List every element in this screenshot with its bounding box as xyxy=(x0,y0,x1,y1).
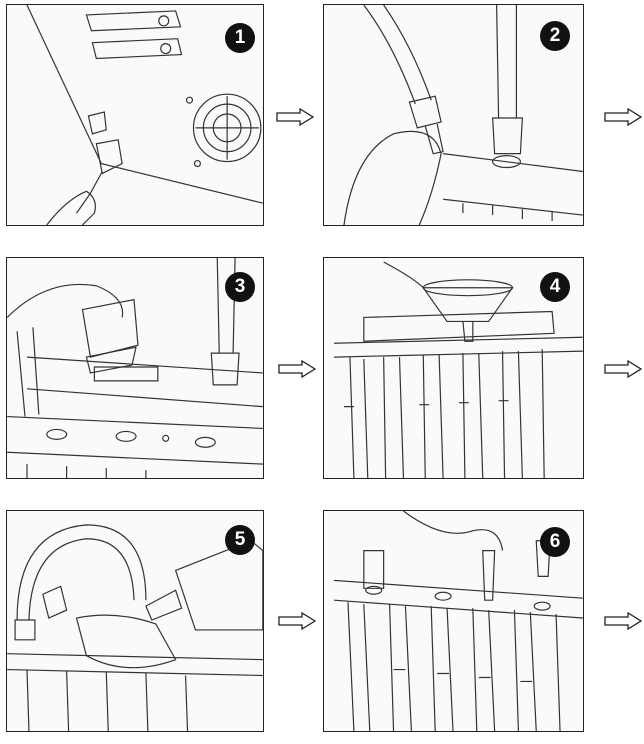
right-arrow-icon xyxy=(278,611,317,631)
step-badge: 2 xyxy=(540,21,570,51)
step-1-panel: 1 xyxy=(6,4,264,226)
right-arrow-icon xyxy=(604,359,643,379)
step-6-panel: 6 xyxy=(323,510,584,732)
step-badge: 3 xyxy=(225,272,255,302)
step-3-panel: 3 xyxy=(6,257,264,479)
step-badge: 4 xyxy=(540,272,570,302)
right-arrow-icon xyxy=(278,359,317,379)
right-arrow-icon xyxy=(276,107,315,127)
connector-plug-sketch xyxy=(7,258,263,478)
step-badge: 1 xyxy=(225,23,255,53)
right-arrow-icon xyxy=(604,107,643,127)
step-badge: 5 xyxy=(225,525,255,555)
step-2-panel: 2 xyxy=(323,4,584,226)
hose-connection-sketch xyxy=(343,5,583,225)
fluid-bottle-pour-sketch xyxy=(7,524,263,731)
step-badge: 6 xyxy=(540,527,570,557)
step-4-panel: 4 xyxy=(323,257,584,479)
funnel-pour-sketch xyxy=(334,261,583,478)
step-5-panel: 5 xyxy=(6,510,264,732)
right-arrow-icon xyxy=(604,611,643,631)
power-cable-plug-sketch xyxy=(26,5,263,225)
